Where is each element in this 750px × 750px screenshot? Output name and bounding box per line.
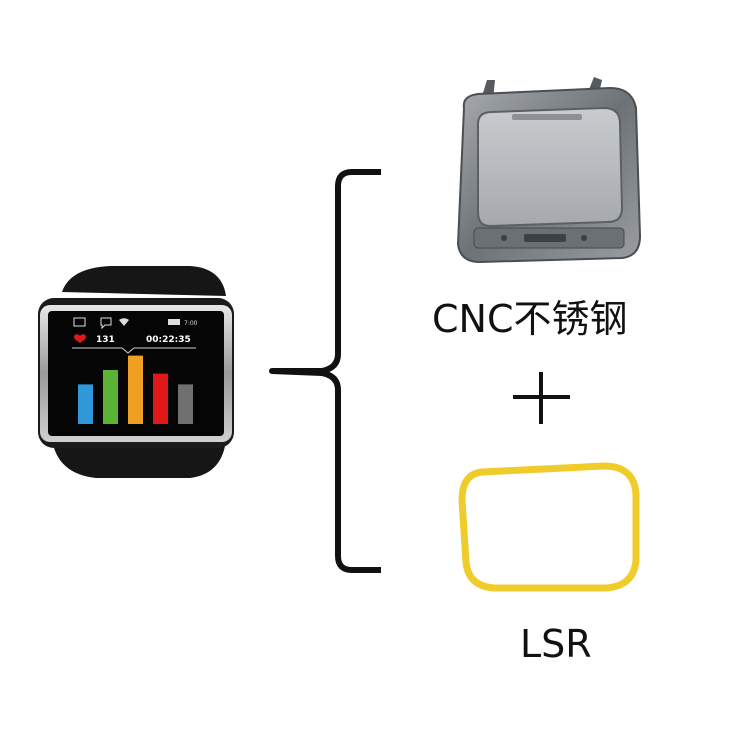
wifi-icon <box>119 318 129 326</box>
heart-icon <box>74 334 86 343</box>
battery-icon <box>168 319 180 325</box>
frame-port <box>524 234 566 242</box>
mail-icon <box>73 317 86 327</box>
screen-divider <box>72 347 196 354</box>
lsr-label: LSR <box>520 622 592 666</box>
watch-bar-3 <box>128 355 143 424</box>
cnc-metal-frame <box>456 77 642 264</box>
watch-strap-top <box>62 266 226 296</box>
message-icon <box>100 317 112 330</box>
heart-rate-value: 131 <box>96 335 115 345</box>
curly-brace <box>269 169 381 573</box>
timer-value: 00:22:35 <box>146 335 191 345</box>
frame-inner <box>477 106 624 228</box>
lsr-rubber-ring <box>458 462 640 592</box>
smart-watch: 7:00 131 00:22:35 <box>38 266 234 478</box>
watch-bar-1 <box>78 384 93 424</box>
watch-strap-bottom <box>52 440 226 478</box>
frame-screw-2 <box>581 235 587 241</box>
watch-bar-2 <box>103 370 118 424</box>
watch-bar-5 <box>178 384 193 424</box>
watch-bar-4 <box>153 373 168 424</box>
clock-text: 7:00 <box>184 320 198 327</box>
plus-sign <box>513 372 570 424</box>
watch-bar-chart <box>78 355 193 424</box>
cnc-stainless-steel-label: CNC不锈钢 <box>432 297 628 341</box>
frame-screw-1 <box>501 235 507 241</box>
frame-top-slot <box>512 114 582 120</box>
